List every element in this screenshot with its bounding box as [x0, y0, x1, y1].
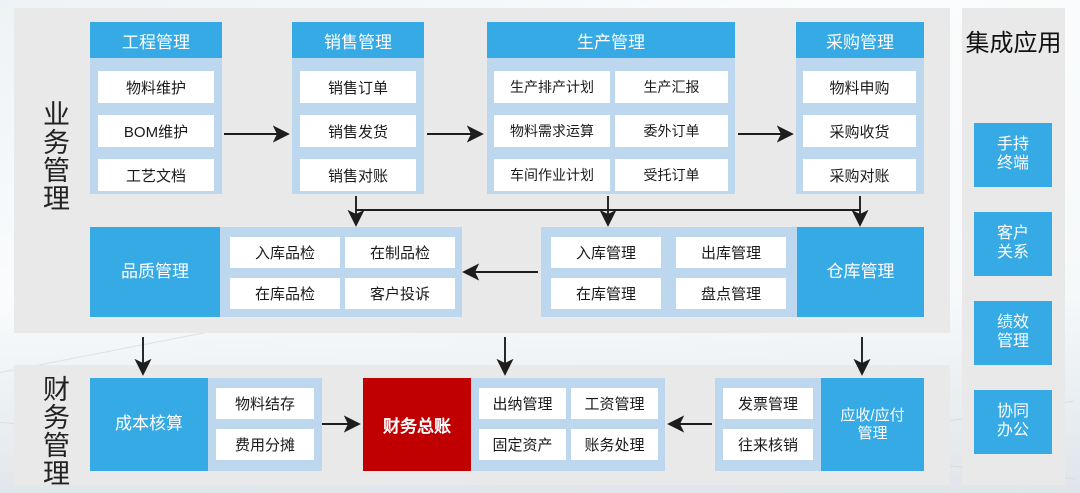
- cell-engineering-1[interactable]: BOM维护: [98, 115, 214, 147]
- cell-warehouse-1[interactable]: 出库管理: [676, 237, 786, 268]
- cell-accounting-3[interactable]: 账务处理: [571, 429, 658, 460]
- cell-quality-2[interactable]: 在库品检: [230, 278, 340, 309]
- cell-purchase-2[interactable]: 采购对账: [803, 159, 916, 191]
- cell-accounting-2[interactable]: 固定资产: [479, 429, 566, 460]
- integrated-apps-title: 集成应用: [965, 30, 1062, 57]
- cell-production-3[interactable]: 委外订单: [615, 115, 728, 147]
- cell-quality-1[interactable]: 在制品检: [345, 237, 455, 268]
- module-cost-header[interactable]: 成本核算: [90, 378, 208, 471]
- cell-sales-0[interactable]: 销售订单: [300, 71, 416, 103]
- cell-warehouse-3[interactable]: 盘点管理: [676, 278, 786, 309]
- module-quality-header[interactable]: 品质管理: [90, 227, 220, 317]
- app-button-customer-relationship[interactable]: 客户 关系: [974, 212, 1052, 276]
- module-engineering-header[interactable]: 工程管理: [90, 22, 222, 58]
- cell-production-0[interactable]: 生产排产计划: [494, 71, 610, 103]
- cell-cost-1[interactable]: 费用分摊: [216, 429, 314, 460]
- cell-purchase-1[interactable]: 采购收货: [803, 115, 916, 147]
- module-purchase-header[interactable]: 采购管理: [796, 22, 924, 58]
- cell-warehouse-2[interactable]: 在库管理: [551, 278, 661, 309]
- module-receivable-header[interactable]: 应收/应付 管理: [821, 378, 924, 471]
- app-button-handheld-terminal[interactable]: 手持 终端: [974, 123, 1052, 187]
- cell-engineering-0[interactable]: 物料维护: [98, 71, 214, 103]
- cell-purchase-0[interactable]: 物料申购: [803, 71, 916, 103]
- cell-production-5[interactable]: 受托订单: [615, 159, 728, 191]
- business-panel-label: 业务管理: [39, 100, 69, 212]
- cell-cost-0[interactable]: 物料结存: [216, 388, 314, 419]
- module-production-header[interactable]: 生产管理: [487, 22, 735, 58]
- module-warehouse-header[interactable]: 仓库管理: [797, 227, 924, 317]
- cell-receivable-0[interactable]: 发票管理: [723, 388, 813, 419]
- cell-accounting-0[interactable]: 出纳管理: [479, 388, 566, 419]
- cell-quality-0[interactable]: 入库品检: [230, 237, 340, 268]
- cell-engineering-2[interactable]: 工艺文档: [98, 159, 214, 191]
- cell-production-4[interactable]: 车间作业计划: [494, 159, 610, 191]
- cell-sales-2[interactable]: 销售对账: [300, 159, 416, 191]
- finance-panel-label: 财务管理: [39, 375, 69, 487]
- cell-receivable-1[interactable]: 往来核销: [723, 429, 813, 460]
- cell-warehouse-0[interactable]: 入库管理: [551, 237, 661, 268]
- cell-quality-3[interactable]: 客户投诉: [345, 278, 455, 309]
- app-button-performance-management[interactable]: 绩效 管理: [974, 301, 1052, 365]
- cell-accounting-1[interactable]: 工资管理: [571, 388, 658, 419]
- cell-sales-1[interactable]: 销售发货: [300, 115, 416, 147]
- cell-production-1[interactable]: 生产汇报: [615, 71, 728, 103]
- module-sales-header[interactable]: 销售管理: [292, 22, 424, 58]
- module-general-ledger[interactable]: 财务总账: [363, 378, 471, 471]
- app-button-collaborative-office[interactable]: 协同 办公: [974, 390, 1052, 454]
- cell-production-2[interactable]: 物料需求运算: [494, 115, 610, 147]
